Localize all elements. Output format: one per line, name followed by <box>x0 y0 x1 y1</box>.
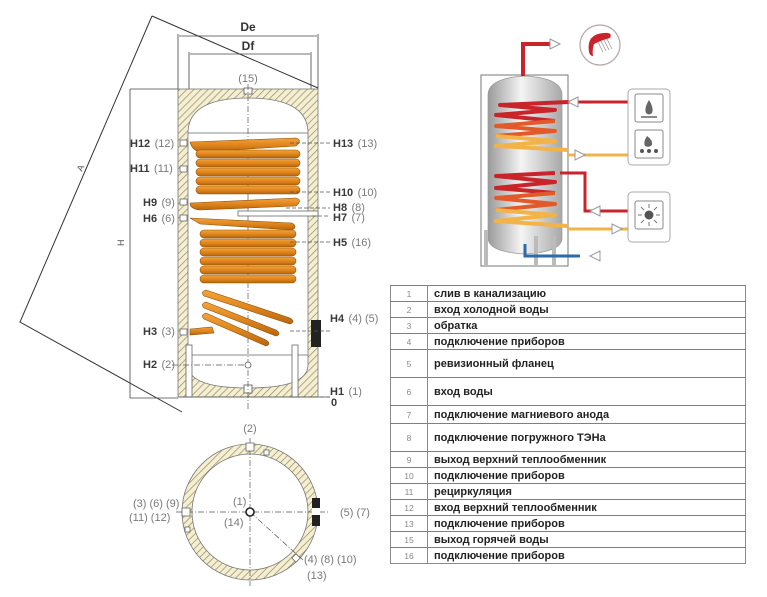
legend-num: 4 <box>390 333 428 350</box>
label-zero: 0 <box>331 397 337 409</box>
label-h1: H1 (1) <box>330 382 362 399</box>
legend-text: подключение приборов <box>427 467 746 484</box>
plan-label-diag-2: (13) <box>307 570 327 582</box>
plan-label-center-top: (1) <box>233 496 246 508</box>
plan-label-left-1: (3) (6) (9) <box>133 498 179 510</box>
legend-num: 10 <box>390 467 428 484</box>
right-connection-labels: H13 (13) H10 (10) H8 (8) H7 (7) H5 (16) … <box>330 134 378 409</box>
solar-sun-icon <box>634 200 664 230</box>
hot-water-arrow <box>549 38 562 50</box>
cold-water-pipe <box>523 244 580 258</box>
cold-water-arrow <box>588 250 601 262</box>
dim-a-label: A <box>75 163 87 173</box>
legend-num: 8 <box>390 423 428 452</box>
dimension-df: Df <box>188 39 312 89</box>
legend-num: 11 <box>390 483 428 500</box>
label-h5: H5 (16) <box>333 233 371 250</box>
legend-text: подключение приборов <box>427 547 746 564</box>
label-h13: H13 (13) <box>333 134 377 151</box>
legend-num: 7 <box>390 405 428 424</box>
heating-scheme <box>480 24 671 267</box>
legend-num: 15 <box>390 531 428 548</box>
legend-text: вход холодной воды <box>427 301 746 318</box>
outlet-15-label: (15) <box>238 73 258 85</box>
legend-text: обратка <box>427 317 746 334</box>
label-h3: H3 (3) <box>143 322 175 339</box>
label-h12: H12 (12) <box>130 134 174 151</box>
label-h2: H2 (2) <box>143 355 175 372</box>
legend-num: 6 <box>390 377 428 406</box>
legend-num: 13 <box>390 515 428 532</box>
label-h8: H8 (8) <box>333 198 365 215</box>
dim-df-label: Df <box>242 39 256 53</box>
plan-label-center-bottom: (14) <box>224 517 244 529</box>
legend-text: вход воды <box>427 377 746 406</box>
gas-burner-icon <box>634 93 664 123</box>
legend-text: слив в канализацию <box>427 285 746 302</box>
left-connection-stubs <box>179 139 188 336</box>
section-view: A H De Df (15) <box>19 15 378 413</box>
legend-num: 9 <box>390 451 428 468</box>
legend-num: 3 <box>390 317 428 334</box>
dimension-h: H <box>116 88 178 399</box>
legend-num: 12 <box>390 499 428 516</box>
label-h6: H6 (6) <box>143 209 175 226</box>
legend-text: подключение приборов <box>427 515 746 532</box>
legend-text: вход верхний теплообменник <box>427 499 746 516</box>
label-h4: H4 (4) (5) <box>330 309 378 326</box>
legend-text: ревизионный фланец <box>427 349 746 378</box>
left-connection-labels: H12 (12) H11 (11) H9 (9) H6 (6) H3 (3) H… <box>130 134 175 372</box>
lower-coil-scheme <box>494 171 569 228</box>
plan-label-diag-1: (4) (8) (10) <box>304 554 357 566</box>
dim-h-label: H <box>116 240 126 247</box>
label-h11: H11 (11) <box>130 159 173 176</box>
dimension-de: De <box>177 20 319 89</box>
hot-water-pipe <box>521 42 550 76</box>
legend-text: выход верхний теплообменник <box>427 451 746 468</box>
lower-heat-exchanger-coil <box>189 217 297 347</box>
upper-coil-scheme <box>494 100 569 152</box>
dimension-a: A <box>19 15 319 413</box>
plan-label-left-2: (11) (12) <box>129 512 170 524</box>
shower-icon <box>579 24 621 66</box>
legend-text: рециркуляция <box>427 483 746 500</box>
solid-fuel-icon <box>634 129 664 159</box>
legend-text: выход горячей воды <box>427 531 746 548</box>
legend-num: 1 <box>390 285 428 302</box>
plan-label-top: (2) <box>243 423 256 435</box>
label-h9: H9 (9) <box>143 193 175 210</box>
legend-text: подключение магниевого анода <box>427 405 746 424</box>
legend-text: подключение приборов <box>427 333 746 350</box>
legend-text: подключение погружного ТЭНа <box>427 423 746 452</box>
legend-num: 5 <box>390 349 428 378</box>
dim-de-label: De <box>240 20 256 34</box>
legend-num: 16 <box>390 547 428 564</box>
right-connection-leaders <box>286 142 330 398</box>
plan-label-right: (5) (7) <box>340 507 370 519</box>
label-h7: H7 (7) <box>333 208 365 225</box>
upper-heat-exchanger-coil <box>189 137 301 211</box>
label-h10: H10 (10) <box>333 183 377 200</box>
legend-num: 2 <box>390 301 428 318</box>
plan-view: (2) (3) (6) (9) (11) (12) (1) (14) (5) (… <box>129 423 370 586</box>
